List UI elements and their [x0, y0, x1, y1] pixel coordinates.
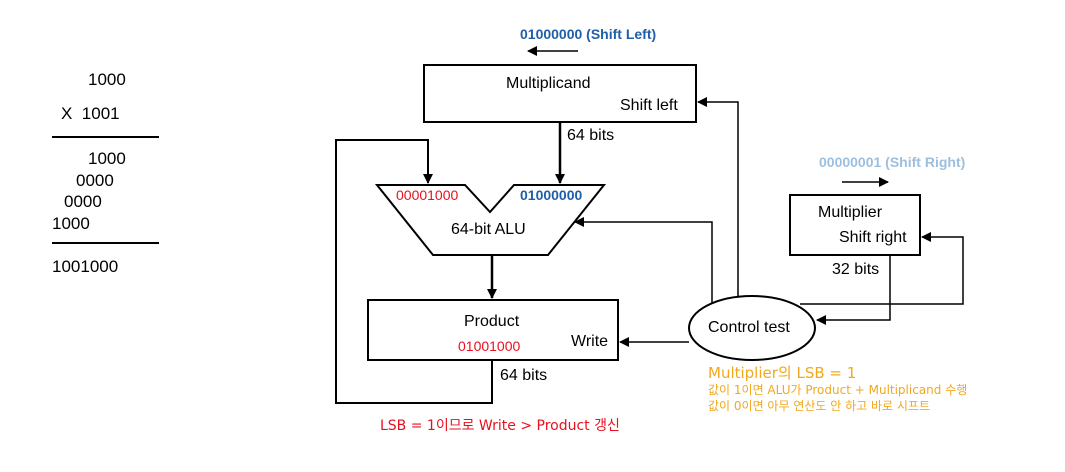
product-title: Product — [464, 313, 520, 330]
alu-shape — [374, 184, 607, 256]
partial-product-1: 1000 — [88, 149, 126, 168]
product-box — [367, 299, 619, 361]
final-result: 1001000 — [52, 257, 119, 276]
partial-product-4: 1000 — [52, 214, 90, 233]
multiplicand-title: Multiplicand — [506, 75, 591, 92]
lsb-rule-line-1: 값이 1이면 ALU가 Product + Multiplicand 수행 — [708, 383, 968, 397]
multiplicand-operand: 1000 — [88, 70, 126, 89]
multiplier-operand: X 1001 — [61, 104, 120, 123]
control-test-ellipse — [688, 295, 816, 361]
partial-product-3: 0000 — [64, 192, 102, 211]
product-action: Write — [571, 333, 609, 350]
alu-right-input-value: 01000000 — [520, 187, 583, 203]
multiplicand-box — [423, 64, 697, 123]
multiplicand-action: Shift left — [620, 97, 678, 114]
control-to-multiplier-arrow — [800, 232, 964, 305]
product-feedback-loop — [335, 139, 493, 404]
alu-left-input-value: 00001000 — [396, 187, 459, 203]
control-to-multiplicand-arrow — [697, 97, 739, 296]
multiplicand-value-note: 01000000 (Shift Left) — [520, 26, 657, 42]
multiplier-box — [789, 194, 921, 256]
lsb-title-annotation: Multiplier의 LSB = 1 — [708, 364, 857, 382]
write-note-annotation: LSB = 1이므로 Write > Product 갱신 — [380, 418, 620, 434]
divider-line — [52, 136, 159, 138]
lsb-rule-line-2: 값이 0이면 아무 연산도 안 하고 바로 시프트 — [708, 399, 931, 413]
multiplier-bus-label: 32 bits — [832, 261, 880, 278]
control-to-alu-arrow — [574, 217, 713, 304]
control-test-label: Control test — [708, 319, 790, 336]
alu-label: 64-bit ALU — [451, 221, 526, 238]
multiplier-title: Multiplier — [818, 204, 883, 221]
result-line — [52, 242, 159, 244]
multiplicand-bus-label: 64 bits — [567, 127, 615, 144]
product-bus-label: 64 bits — [500, 367, 548, 384]
multiplier-action: Shift right — [839, 229, 907, 246]
multiplier-to-control-arrow — [816, 255, 891, 325]
partial-product-2: 0000 — [76, 171, 114, 190]
multiplier-value-note: 00000001 (Shift Right) — [819, 154, 966, 170]
product-value: 01001000 — [458, 338, 521, 354]
